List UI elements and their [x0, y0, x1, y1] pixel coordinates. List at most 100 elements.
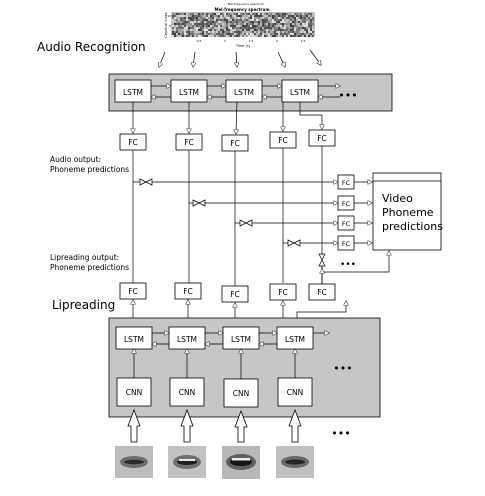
spectrogram-cell — [260, 19, 262, 21]
spectrogram-cell — [292, 15, 294, 17]
spectrogram-cell — [250, 31, 252, 33]
cnn-box — [169, 377, 205, 407]
spectrogram-cell — [254, 23, 256, 25]
spectrogram-cell — [176, 29, 178, 31]
spectrogram-cell — [268, 21, 270, 23]
spectrogram-cell — [292, 21, 294, 23]
spectrogram-cell — [266, 15, 268, 17]
spectrogram-cell — [192, 27, 194, 29]
spectrogram-cell — [260, 25, 262, 27]
spectrogram-cell — [266, 35, 268, 37]
spectrogram-cell — [220, 25, 222, 27]
spectrogram-cell — [214, 21, 216, 23]
spectrogram-cell — [206, 25, 208, 27]
spectrogram-cell — [172, 21, 174, 23]
spectrogram-cell — [198, 27, 200, 29]
spectrogram-cell — [254, 13, 256, 15]
spectrogram-cell — [200, 21, 202, 23]
spectrogram-cell — [296, 15, 298, 17]
spectrogram-cell — [204, 29, 206, 31]
spectrogram-cell — [216, 21, 218, 23]
spectrogram-cell — [202, 17, 204, 19]
spectrogram-cell — [252, 31, 254, 33]
spectrogram-cell — [186, 31, 188, 33]
spectrogram-cell — [296, 25, 298, 27]
spectrogram-cell — [218, 19, 220, 21]
spectrogram-cell — [232, 15, 234, 17]
spectrogram-cell — [260, 27, 262, 29]
spectrogram-cell — [256, 21, 258, 23]
spectrogram-cell — [232, 21, 234, 23]
spectrogram-cell — [226, 33, 228, 35]
spectrogram-xtick: 1.5 — [249, 39, 254, 43]
spectrogram-cell — [180, 35, 182, 37]
spectrogram-cell — [244, 25, 246, 27]
spectrogram-cell — [232, 19, 234, 21]
spectrogram-cell — [216, 19, 218, 21]
spectrogram-cell — [278, 35, 280, 37]
spectrogram-cell — [260, 29, 262, 31]
audio-lstm-recurrent-arrows — [151, 86, 340, 97]
spectrogram-cell — [192, 31, 194, 33]
spectrogram-cell — [266, 21, 268, 23]
spectrogram-cell — [294, 19, 296, 21]
spectrogram-cell — [276, 17, 278, 19]
spectrogram-cell — [226, 31, 228, 33]
spectrogram-cell — [282, 31, 284, 33]
spectrogram-cell — [300, 17, 302, 19]
audio-output-label-line: Phoneme predictions — [50, 165, 130, 174]
spectrogram-cell — [298, 27, 300, 29]
spectrogram-cell — [238, 17, 240, 19]
spectrogram-cell — [252, 21, 254, 23]
spectrogram-cell — [272, 27, 274, 29]
spectrogram-cell — [240, 19, 242, 21]
spectrogram-cell — [262, 19, 264, 21]
spectrogram-cell — [190, 21, 192, 23]
spectrogram-cell — [188, 13, 190, 15]
spectrogram-cell — [210, 15, 212, 17]
spectrogram-cell — [176, 31, 178, 33]
spectrogram-cell — [248, 23, 250, 25]
spectrogram-cell — [250, 17, 252, 19]
spectrogram-cell — [226, 21, 228, 23]
spectrogram-cell — [288, 31, 290, 33]
spectrogram-cell — [250, 23, 252, 25]
spectrogram-cell — [260, 31, 262, 33]
spectrogram-cell — [196, 17, 198, 19]
spectrogram-cell — [258, 21, 260, 23]
spectrogram-cell — [186, 29, 188, 31]
spectrogram-cell — [214, 35, 216, 37]
spectrogram-cell — [178, 35, 180, 37]
spectrogram-cell — [264, 13, 266, 15]
spectrogram-cell — [226, 27, 228, 29]
spectrogram-cell — [310, 29, 312, 31]
spectrogram-cell — [204, 27, 206, 29]
spectrogram-cell — [264, 19, 266, 21]
spectrogram-cell — [306, 35, 308, 37]
spectrogram-cell — [268, 33, 270, 35]
spectrogram-cell — [242, 33, 244, 35]
spectrogram-cell — [282, 19, 284, 21]
spectrogram-cell — [254, 27, 256, 29]
spectrogram-cell — [214, 23, 216, 25]
spectrogram-cell — [258, 15, 260, 17]
spectrogram-cell — [190, 13, 192, 15]
spectrogram-cell — [196, 31, 198, 33]
spectrogram-cell — [270, 15, 272, 17]
spectrogram-cell — [180, 19, 182, 21]
spectrogram-cell — [242, 17, 244, 19]
spectrogram-cell — [244, 31, 246, 33]
spectrogram-cell — [312, 25, 314, 27]
video-phoneme-box — [372, 172, 442, 251]
spectrogram-cell — [246, 23, 248, 25]
spectrogram-cell — [252, 15, 254, 17]
spectrogram-cell — [292, 35, 294, 37]
spectrogram-cell — [262, 15, 264, 17]
spectrogram-cell — [280, 23, 282, 25]
spectrogram-cell — [302, 19, 304, 21]
spectrogram-cell — [212, 27, 214, 29]
spectrogram-cell — [274, 29, 276, 31]
spectrogram-cell — [236, 17, 238, 19]
spectrogram-cell — [242, 13, 244, 15]
spectrogram-cell — [290, 31, 292, 33]
